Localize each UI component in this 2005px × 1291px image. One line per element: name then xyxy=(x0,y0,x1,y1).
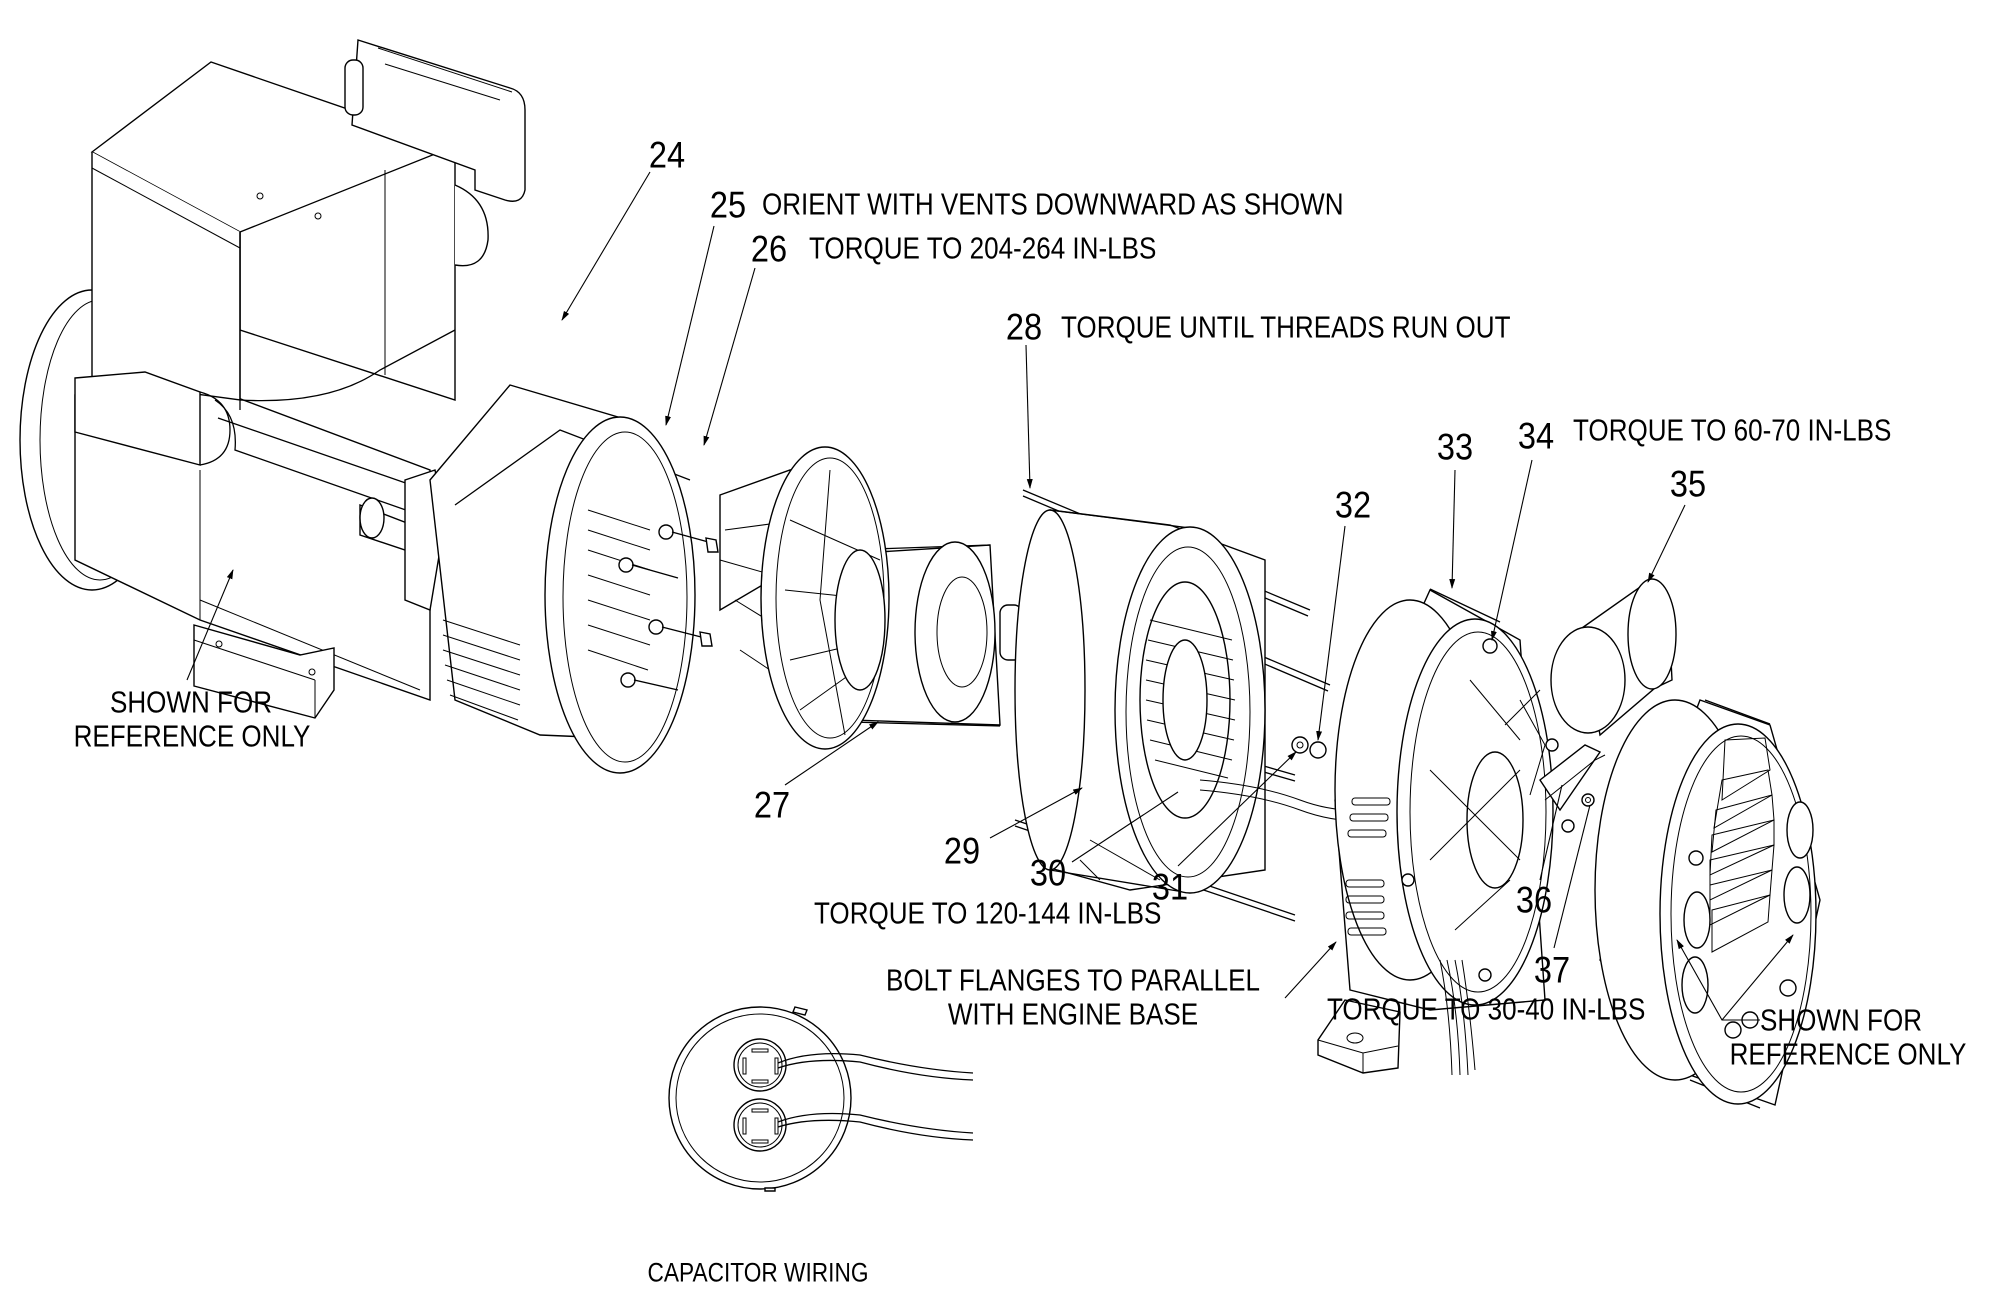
washer-31 xyxy=(1291,736,1309,754)
callout-33: 33 xyxy=(1436,426,1474,468)
leader-31 xyxy=(1177,751,1297,867)
note-torque-204-264: TORQUE TO 204-264 IN-LBS xyxy=(809,230,1157,266)
note-reference-left-line1: SHOWN FOR xyxy=(109,684,273,720)
engine-drawing xyxy=(19,39,526,719)
stator-housing-29-30 xyxy=(1014,509,1386,894)
note-torque-30-40: TORQUE TO 30-40 IN-LBS xyxy=(1327,991,1646,1027)
leader-34 xyxy=(1491,459,1533,641)
callout-30: 30 xyxy=(1029,852,1067,894)
carrier-vents xyxy=(1345,797,1391,936)
leader-30 xyxy=(1071,791,1179,863)
note-bolt-flanges-line2: WITH ENGINE BASE xyxy=(947,996,1199,1032)
nut-32 xyxy=(1309,741,1327,759)
leader-25 xyxy=(665,225,715,426)
leader-lines xyxy=(186,171,1794,1021)
leader-33 xyxy=(1449,469,1456,589)
leader-24 xyxy=(561,171,651,321)
capacitor-wiring-caption: CAPACITOR WIRING xyxy=(647,1257,869,1288)
capacitor-bracket-36 xyxy=(1539,744,1602,812)
note-torque-60-70: TORQUE TO 60-70 IN-LBS xyxy=(1573,412,1892,448)
leader-27 xyxy=(784,721,879,786)
note-bolt-flanges-line1: BOLT FLANGES TO PARALLEL xyxy=(886,962,1260,998)
adapter-bolts-26 xyxy=(618,524,719,691)
note-orient-vents: ORIENT WITH VENTS DOWNWARD AS SHOWN xyxy=(762,186,1344,222)
muffler xyxy=(454,184,489,267)
note-reference-right-line2: REFERENCE ONLY xyxy=(1729,1036,1967,1072)
callout-25: 25 xyxy=(709,184,747,226)
capacitor-wiring-drawing xyxy=(668,1006,974,1192)
wire-top xyxy=(777,1052,974,1074)
note-reference-left-line2: REFERENCE ONLY xyxy=(73,718,311,754)
callout-35: 35 xyxy=(1669,463,1707,505)
carrier-leads xyxy=(1439,959,1476,1076)
end-cover-louvers xyxy=(1709,737,1775,953)
leader-36 xyxy=(1539,784,1563,881)
callout-24: 24 xyxy=(648,134,686,176)
callout-32: 32 xyxy=(1334,484,1372,526)
stator-housing-back xyxy=(1014,509,1086,871)
leader-reference-right-b xyxy=(1721,934,1794,1021)
leader-29 xyxy=(989,787,1083,839)
air-filter xyxy=(351,39,526,202)
note-torque-120-144: TORQUE TO 120-144 IN-LBS xyxy=(814,895,1162,931)
note-torque-threads: TORQUE UNTIL THREADS RUN OUT xyxy=(1061,309,1511,345)
callout-34: 34 xyxy=(1517,415,1555,457)
rotor-end xyxy=(914,541,996,723)
adapter-housing-24 xyxy=(429,384,719,774)
leader-26 xyxy=(703,267,756,446)
leader-37 xyxy=(1553,804,1591,949)
rotor-27 xyxy=(719,446,1023,750)
leader-reference-left xyxy=(186,569,234,681)
adapter-housing-ring xyxy=(544,416,696,774)
callout-28: 28 xyxy=(1005,306,1043,348)
capacitor-35 xyxy=(1550,578,1677,737)
bracket-screw-37 xyxy=(1581,793,1595,807)
rear-carrier-33 xyxy=(1317,588,1606,1076)
end-cover xyxy=(1594,699,1821,1109)
callout-27: 27 xyxy=(753,784,791,826)
callout-31: 31 xyxy=(1151,866,1189,908)
leader-28 xyxy=(1025,344,1033,489)
breather-tube xyxy=(344,59,364,116)
leader-32 xyxy=(1316,525,1346,741)
callout-26: 26 xyxy=(750,228,788,270)
callout-29: 29 xyxy=(943,830,981,872)
end-cover-receptacles xyxy=(1681,801,1814,1039)
callout-36: 36 xyxy=(1515,879,1553,921)
callout-37: 37 xyxy=(1533,949,1571,991)
wire-bottom xyxy=(777,1112,974,1134)
capacitor-face xyxy=(1550,626,1626,734)
starter-tube xyxy=(74,371,201,466)
screw-34 xyxy=(1482,638,1498,654)
note-reference-right-line1: SHOWN FOR xyxy=(1760,1002,1923,1038)
leader-35 xyxy=(1647,504,1686,583)
leader-bolt-flanges xyxy=(1284,941,1337,999)
stator-winding xyxy=(1139,581,1236,819)
